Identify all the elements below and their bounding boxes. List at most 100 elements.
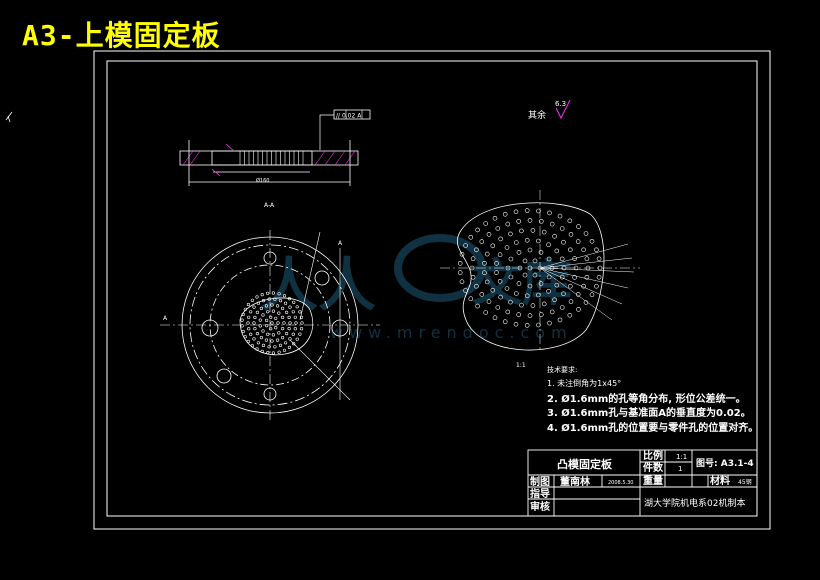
title-guide-label: 指导 [530, 487, 550, 500]
hole-mark [255, 295, 259, 299]
hole-mark [561, 239, 566, 245]
roughness-label: 其余 [528, 109, 546, 121]
hole-mark [281, 336, 285, 340]
hole-mark [557, 213, 563, 219]
hole-mark [273, 345, 277, 349]
title-drawn-by-label: 制图 [530, 475, 550, 488]
hole-mark [546, 256, 552, 262]
hole-mark [483, 310, 489, 315]
hole-mark [278, 299, 283, 303]
hole-mark [524, 208, 530, 213]
hole-mark [463, 288, 468, 293]
hole-mark [516, 219, 522, 224]
hole-mark [253, 315, 257, 320]
hole-mark [597, 265, 603, 271]
hole-mark [276, 338, 280, 342]
hole-mark [457, 270, 463, 275]
hole-mark [516, 312, 522, 317]
hole-mark [287, 327, 291, 331]
hole-mark [504, 245, 510, 250]
front-view-label: A [338, 240, 343, 247]
hole-mark [255, 310, 260, 315]
hole-mark [253, 327, 257, 331]
hole-mark [561, 291, 566, 297]
hole-mark [484, 251, 490, 257]
hole-mark [490, 287, 496, 293]
hole-mark [527, 283, 533, 289]
title-part-name: 凸模固定板 [557, 457, 613, 471]
hole-mark [583, 300, 589, 305]
hole-mark [243, 335, 247, 339]
hole-mark [535, 238, 541, 244]
hole-mark [538, 250, 544, 255]
hole-mark [459, 279, 465, 285]
outer-border [93, 50, 771, 530]
hole-mark [298, 310, 302, 314]
hole-mark [274, 316, 278, 320]
detail-view-label: 1:1 [516, 362, 526, 369]
hole-mark [266, 310, 270, 314]
hole-mark [240, 324, 244, 328]
tolerance-frame: // 0.02 A [319, 109, 371, 150]
hole-mark [267, 345, 271, 349]
hole-mark [264, 304, 269, 308]
hole-mark [483, 221, 489, 226]
hole-mark [527, 218, 533, 223]
hole-mark [300, 321, 304, 325]
title-org: 湖大学院机电系02机制本 [644, 497, 745, 509]
hole-mark [475, 303, 480, 309]
left-mark-icon [5, 111, 13, 123]
hole-mark [277, 350, 281, 354]
hole-mark [498, 294, 504, 300]
hole-mark [522, 258, 528, 264]
hole-mark [270, 303, 274, 307]
hole-mark [282, 294, 287, 298]
hole-mark [505, 265, 511, 271]
hole-mark [261, 329, 265, 333]
hole-mark [271, 309, 276, 313]
hole-mark [265, 324, 269, 328]
hole-mark [519, 302, 524, 308]
hole-mark [554, 282, 560, 288]
hole-mark [246, 321, 250, 325]
hole-mark [287, 345, 292, 350]
hole-mark [256, 341, 261, 345]
hole-mark [270, 321, 274, 325]
hole-mark [255, 347, 259, 351]
hole-mark [594, 283, 599, 289]
hole-mark [271, 351, 276, 355]
hole-mark [281, 306, 285, 311]
hole-mark [498, 236, 504, 242]
hole-mark [274, 326, 278, 330]
watermark-url: www.mrendoc.com [330, 323, 573, 342]
hole-mark [293, 327, 297, 331]
hole-mark [241, 312, 245, 317]
hole-mark [567, 247, 573, 253]
hole-mark [260, 293, 264, 297]
hole-mark [294, 321, 298, 325]
hole-mark [287, 315, 291, 320]
tech-req-item: 4. Ø1.6mm孔的位置要与零件孔的位置对齐。 [547, 421, 758, 434]
hole-mark [527, 247, 533, 253]
front-view [160, 230, 380, 420]
hole-mark [532, 272, 538, 278]
hole-mark [261, 313, 265, 317]
hole-mark [497, 252, 503, 257]
hole-mark [508, 299, 513, 305]
svg-text:文库: 文库 [472, 253, 572, 312]
hole-mark [541, 229, 547, 235]
hole-mark [583, 231, 589, 236]
roughness-check-icon [555, 99, 571, 120]
hole-mark [584, 256, 590, 262]
hole-mark [252, 321, 256, 325]
hole-mark [247, 315, 251, 319]
technical-requirements: 技术要求: 1. 未注倒角为1x45° 2. Ø1.6mm的孔等角分布, 形位公… [547, 365, 758, 434]
hole-mark [559, 226, 565, 231]
detail-view [440, 190, 640, 351]
hole-mark [576, 224, 581, 229]
title-review-label: 审核 [530, 500, 550, 513]
title-quantity-value: 1 [678, 465, 682, 473]
hole-mark [554, 248, 560, 254]
hole-mark [546, 242, 551, 247]
